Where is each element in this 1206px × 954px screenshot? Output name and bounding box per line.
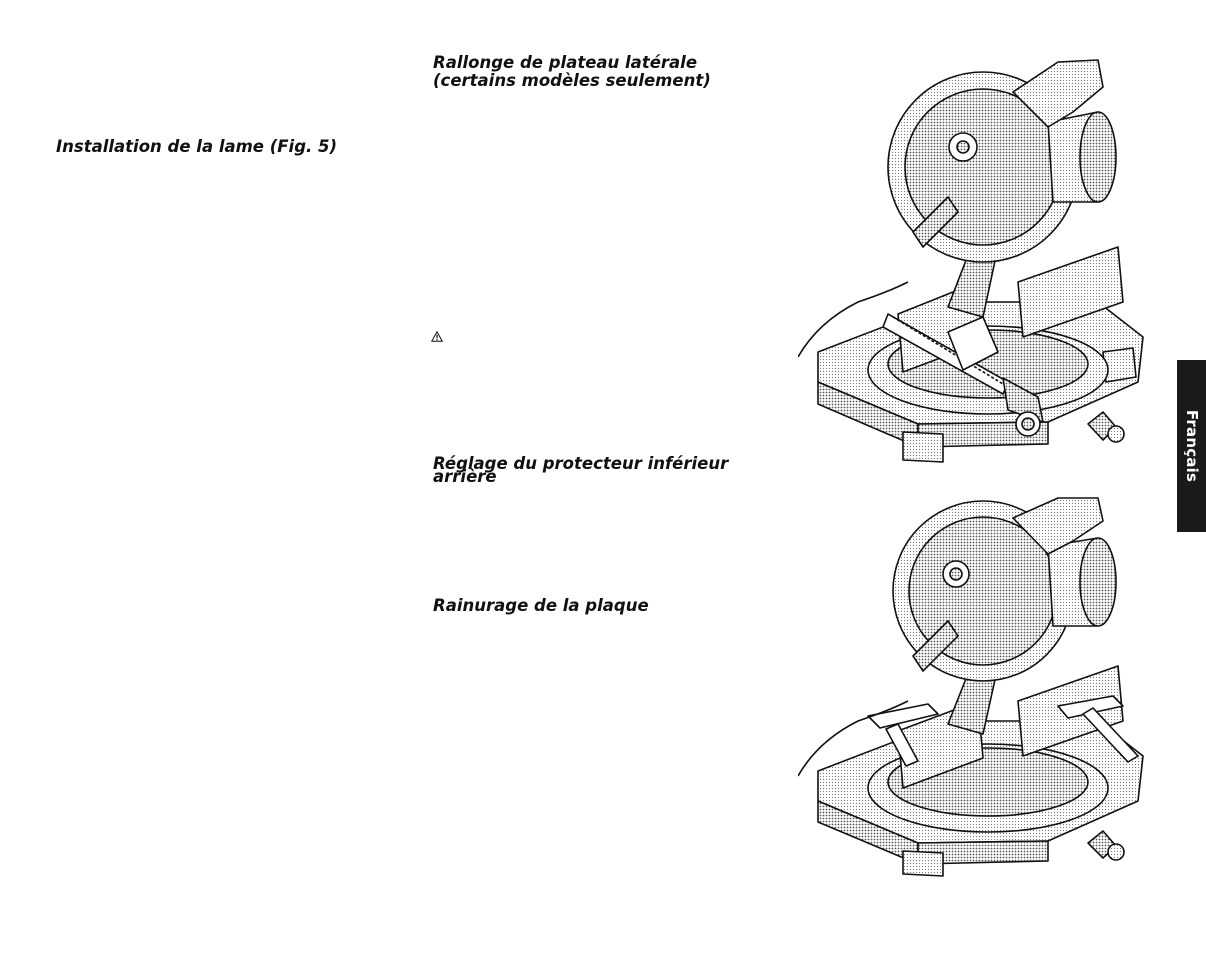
heading-side-extension-line1: Rallonge de plateau latérale — [433, 53, 698, 72]
heading-plate-grooving: Rainurage de la plaque — [433, 596, 649, 615]
language-tab-label: Français — [1182, 409, 1201, 483]
heading-blade-installation: Installation de la lame (Fig. 5) — [56, 137, 338, 156]
heading-side-extension-line2: (certains modèles seulement) — [433, 71, 711, 90]
heading-rear-lower-guard-line2: arrière — [433, 467, 497, 486]
language-side-tab: Français — [1177, 360, 1206, 532]
miter-saw-extensions-illustration — [798, 497, 1144, 877]
warning-icon — [431, 331, 443, 342]
heading-rear-lower-guard-line1: Réglage du protecteur inférieur — [433, 454, 729, 473]
miter-saw-clamp-illustration — [798, 59, 1144, 463]
